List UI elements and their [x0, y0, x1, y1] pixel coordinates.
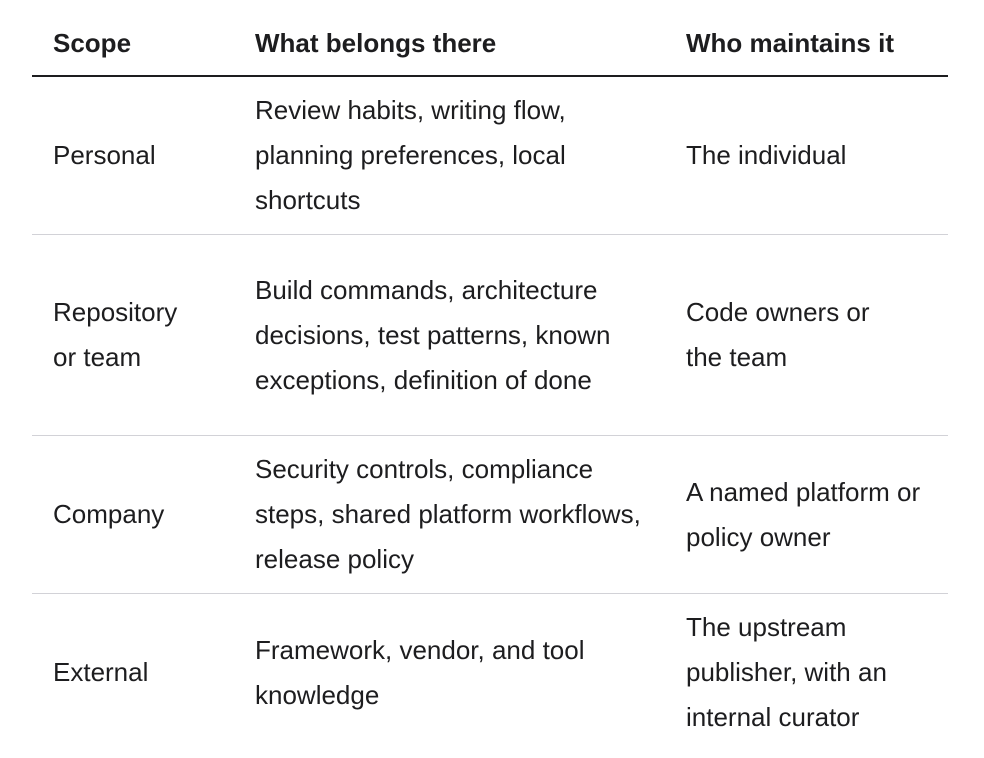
cell-what: Review habits, writing flow, planning pr… [234, 76, 665, 235]
table-row-company: Company Security controls, compliance st… [32, 435, 948, 594]
cell-what: Security controls, compliance steps, sha… [234, 435, 665, 594]
cell-scope: Company [32, 435, 234, 594]
cell-scope: Repository or team [32, 234, 234, 436]
table-header: Scope What belongs there Who maintains i… [32, 0, 948, 77]
header-scope: Scope [32, 0, 234, 77]
cell-who: A named platform or policy owner [665, 435, 948, 594]
header-row: Scope What belongs there Who maintains i… [32, 0, 948, 77]
ownership-table: Scope What belongs there Who maintains i… [32, 0, 948, 751]
cell-scope: External [53, 657, 149, 687]
header-who-maintains-it: Who maintains it [665, 0, 948, 77]
table-row-personal: Personal Review habits, writing flow, pl… [32, 76, 948, 235]
ownership-table-container: Scope What belongs there Who maintains i… [32, 0, 948, 751]
cell-who: The individual [665, 76, 948, 235]
cell-what: Build commands, architecture decisions, … [234, 234, 665, 436]
table-row-external: External Framework, vendor, and tool kno… [32, 594, 948, 752]
cell-what: Framework, vendor, and tool knowledge [255, 634, 585, 710]
cell-who: Code owners or the team [665, 234, 948, 436]
cell-scope: Personal [32, 76, 234, 235]
header-what-belongs-there: What belongs there [234, 0, 665, 77]
table-row-repository: Repository or team Build commands, archi… [32, 234, 948, 436]
table-body: Personal Review habits, writing flow, pl… [32, 76, 948, 751]
cell-who: The upstream publisher, with an internal… [686, 612, 887, 732]
